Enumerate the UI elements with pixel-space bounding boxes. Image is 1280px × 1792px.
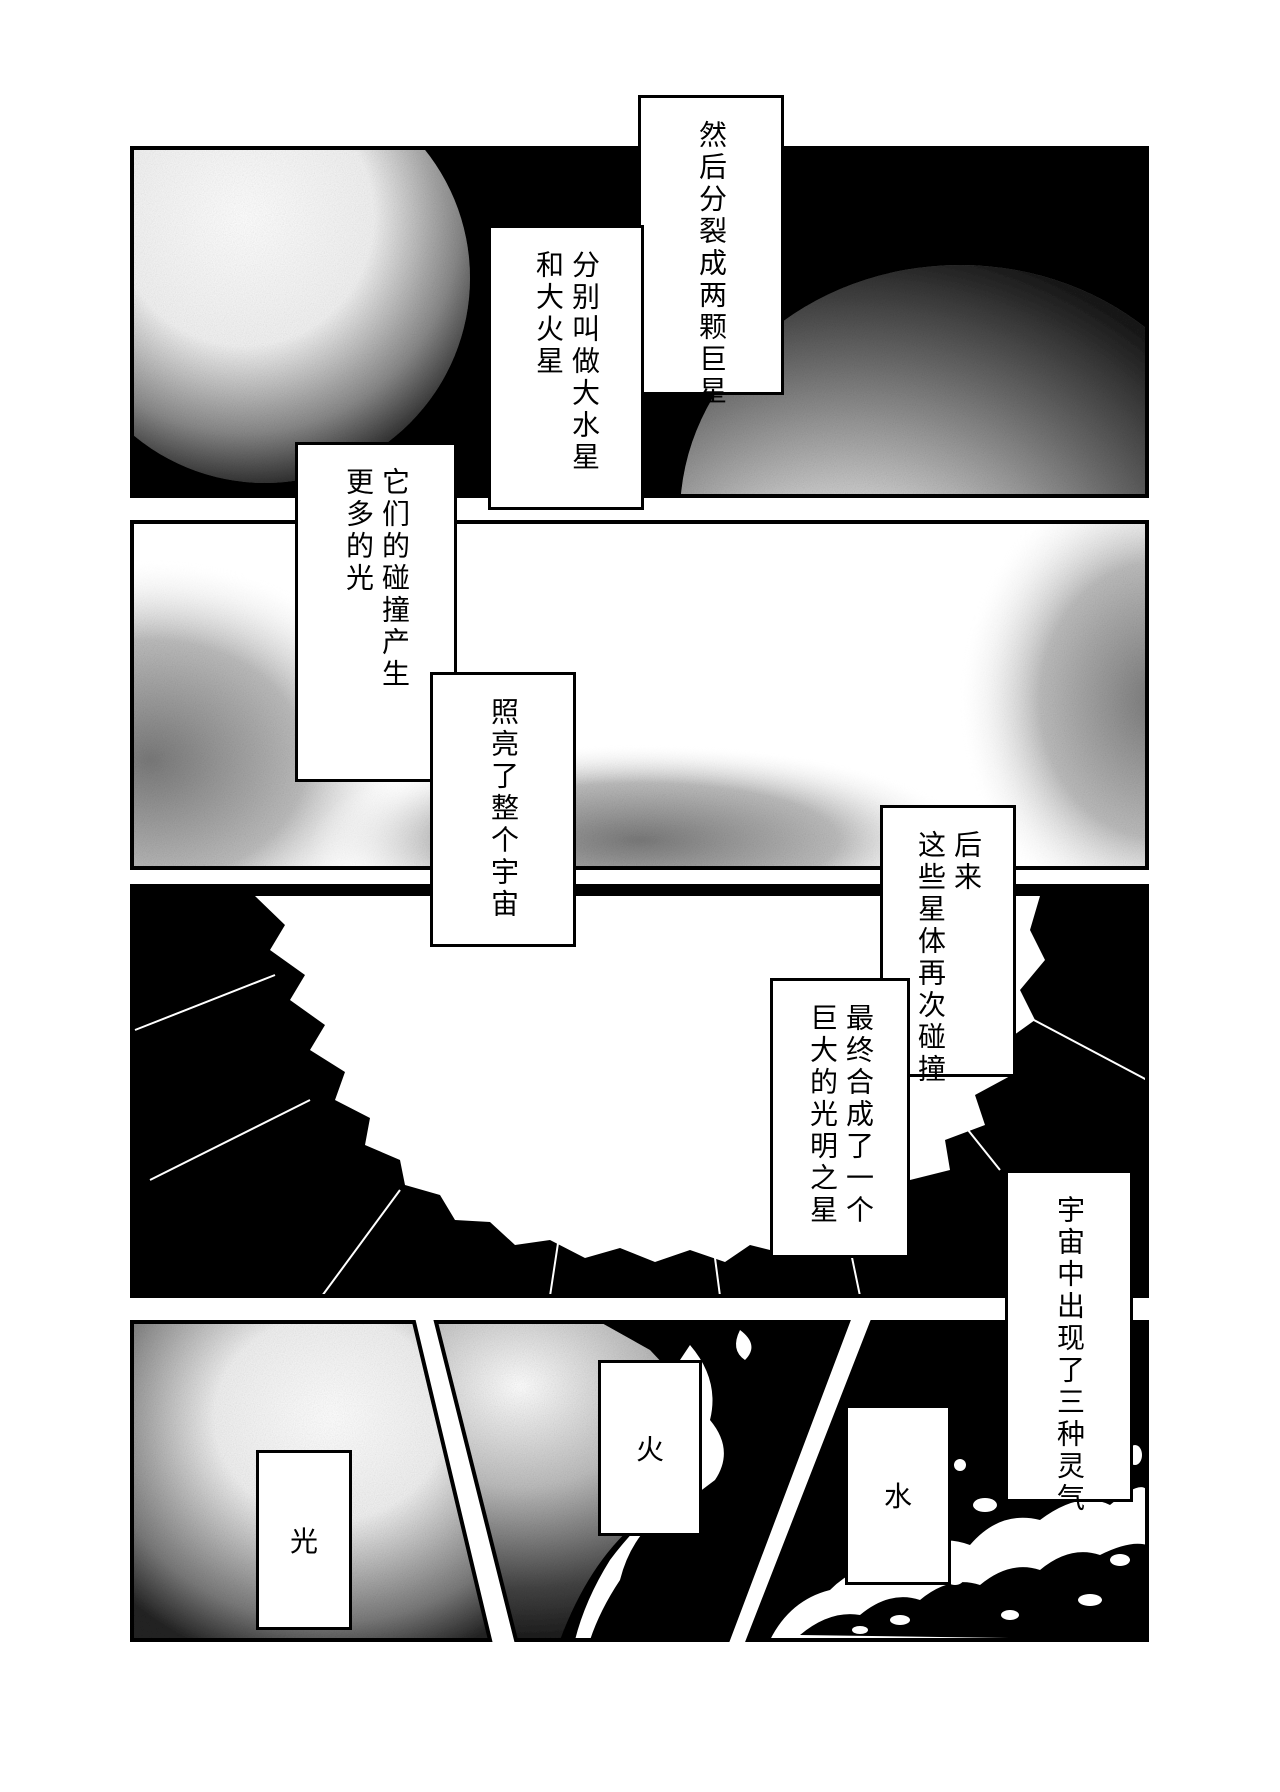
caption-split-into-two-stars: 然后分裂成两颗巨星: [638, 95, 784, 408]
mercury-star: [132, 148, 470, 483]
caption-line: 最终合成了一个: [842, 1003, 875, 1227]
caption-line: 分别叫做大水星: [568, 250, 601, 474]
caption-illuminate-universe: 照亮了整个宇宙: [430, 672, 576, 947]
caption-star-names: 分别叫做大水星 和大火星: [488, 225, 644, 510]
caption-line: 后来: [950, 830, 983, 894]
mars-star: [680, 265, 1147, 496]
caption-collision-more-light: 它们的碰撞产生 更多的光: [295, 442, 457, 782]
caption-line: 照亮了整个宇宙: [487, 697, 520, 921]
caption-line: 这些星体再次碰撞: [914, 830, 947, 1086]
caption-star-of-light: 最终合成了一个 巨大的光明之星: [770, 978, 910, 1258]
caption-three-spirits: 宇宙中出现了三种灵气: [1005, 1170, 1133, 1515]
label-water: 水: [845, 1405, 951, 1585]
label-light: 光: [256, 1450, 352, 1630]
caption-line: 更多的光: [342, 467, 375, 595]
caption-line: 宇宙中出现了三种灵气: [1053, 1195, 1086, 1515]
caption-line: 它们的碰撞产生: [378, 467, 411, 691]
caption-line: 和大火星: [532, 250, 565, 378]
label-fire: 火: [598, 1360, 702, 1536]
caption-line: 巨大的光明之星: [806, 1003, 839, 1227]
caption-line: 然后分裂成两颗巨星: [695, 120, 728, 408]
